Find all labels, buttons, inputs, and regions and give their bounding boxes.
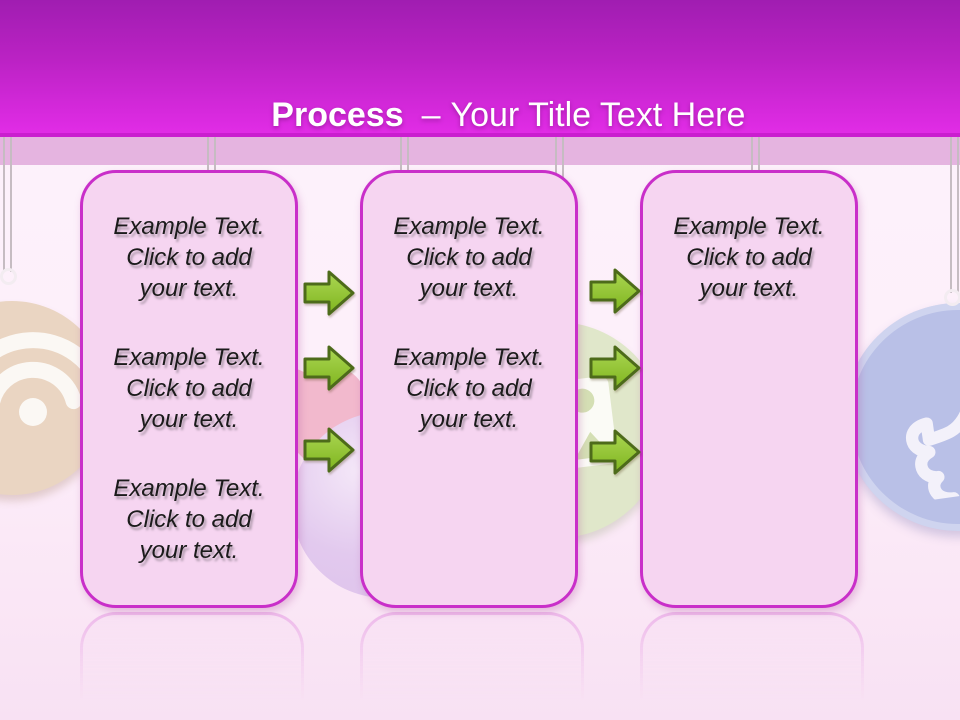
panel-text-placeholder[interactable]: Example Text. Click to add your text. (113, 213, 265, 302)
title-dash: – (421, 96, 441, 134)
page-title: Process–Your Title Text Here (0, 55, 960, 175)
hanger-string (950, 137, 959, 293)
thumbs-up-icon (844, 303, 960, 531)
arrow-right-icon (589, 429, 641, 475)
process-panel-1[interactable]: Example Text. Click to add your text. Ex… (80, 170, 298, 608)
hanger-string (400, 137, 409, 197)
arrow-right-icon (589, 268, 641, 314)
title-text: Your Title Text Here (450, 96, 746, 134)
slide-header: Process–Your Title Text Here (0, 0, 960, 134)
panel-text-placeholder[interactable]: Example Text. Click to add your text. (393, 213, 545, 302)
panel-text-placeholder[interactable]: Example Text. Click to add your text. (393, 344, 545, 433)
hanger-ring (0, 268, 17, 285)
header-divider (0, 133, 960, 137)
arrow-right-icon (303, 270, 355, 316)
title-keyword: Process (271, 96, 404, 134)
process-panel-2[interactable]: Example Text. Click to add your text. Ex… (360, 170, 578, 608)
panel-text-placeholder[interactable]: Example Text. Click to add your text. (113, 475, 265, 564)
arrow-right-icon (303, 427, 355, 473)
panel-text-placeholder[interactable]: Example Text. Click to add your text. (673, 213, 825, 302)
panel-text-placeholder[interactable]: Example Text. Click to add your text. (113, 344, 265, 433)
arrow-right-icon (303, 345, 355, 391)
header-band (0, 137, 960, 165)
hanger-ring (944, 289, 960, 306)
process-panel-3[interactable]: Example Text. Click to add your text. (640, 170, 858, 608)
panel-reflections (0, 612, 960, 720)
hanger-string (751, 137, 760, 197)
arrow-right-icon (589, 345, 641, 391)
hanger-string (207, 137, 216, 197)
hanger-string (3, 137, 12, 272)
